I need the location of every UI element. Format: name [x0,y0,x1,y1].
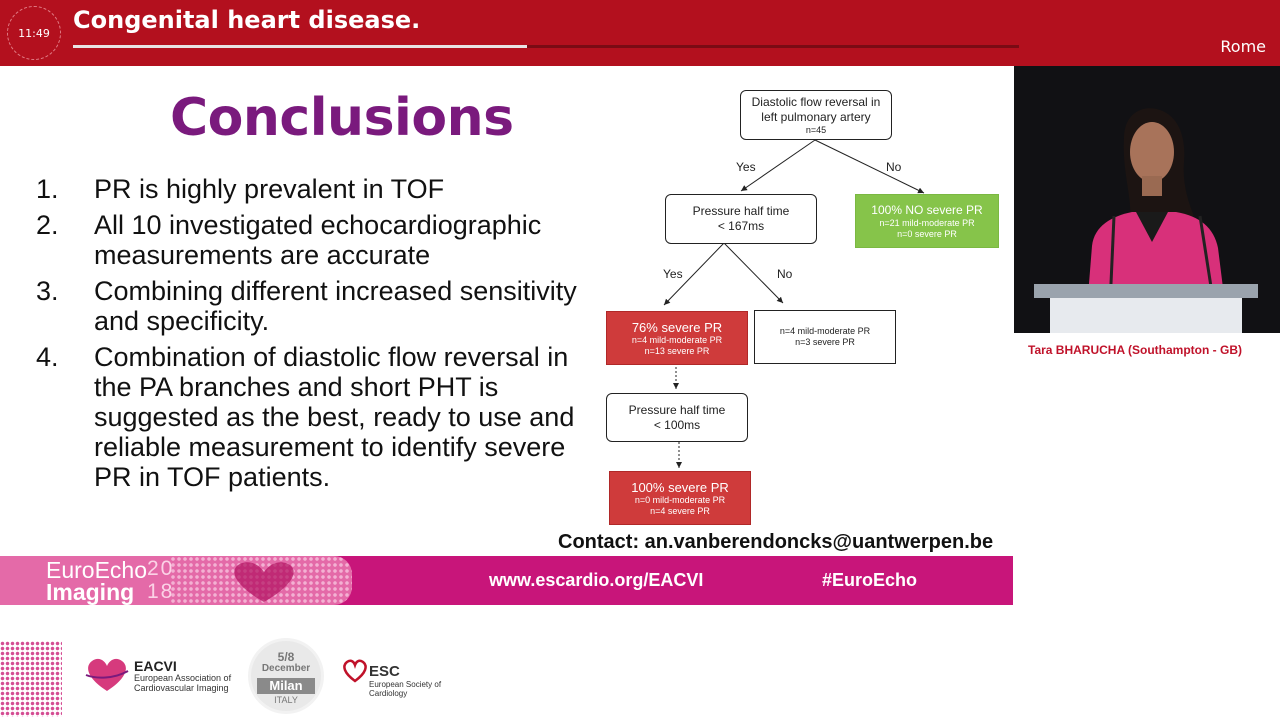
eacvi-subtitle: European Association of Cardiovascular I… [134,673,232,693]
footer-dot-pattern [0,641,62,717]
banner-hashtag: #EuroEcho [822,570,918,590]
flow-severe76-box: 76% severe PR n=4 mild-moderate PR n=13 … [606,311,748,365]
progress-fill [73,45,528,48]
conference-banner: EuroEcho Imaging 20 18 www.escardio.org/… [0,556,1013,605]
brand-top: EuroEcho [46,557,148,583]
box-sub: n=0 severe PR [897,228,957,239]
box-line: left pulmonary artery [761,109,871,124]
flow-no-severe-box: 100% NO severe PR n=21 mild-moderate PR … [855,194,999,248]
speaker-name: Tara BHARUCHA (Southampton - GB) [1028,343,1242,357]
conclusion-item: 1. PR is highly prevalent in TOF [36,174,596,204]
badge-country: ITALY [274,695,298,705]
flow-mixed-box: n=4 mild-moderate PR n=3 severe PR [754,310,896,364]
heart-graphic-icon [234,562,294,602]
item-number: 2. [36,210,59,240]
box-sub: n=21 mild-moderate PR [879,217,975,228]
box-main: 100% severe PR [631,479,729,495]
conclusion-item: 2. All 10 investigated echocardiographic … [36,210,596,270]
box-sub: n=4 mild-moderate PR [779,326,871,336]
box-main: 100% NO severe PR [871,202,983,217]
badge-city: Milan [257,678,315,694]
flow-severe100-box: 100% severe PR n=0 mild-moderate PR n=4 … [609,471,751,525]
item-number: 1. [36,174,59,204]
edge-yes2 [663,242,725,306]
side-panel-footer [1014,635,1280,720]
slide-title: Conclusions [170,88,514,148]
box-sub: n=13 severe PR [644,345,710,356]
item-text: PR is highly prevalent in TOF [94,174,445,204]
speaker-figure-icon [1014,66,1280,333]
brand-bottom: Imaging [46,579,135,605]
badge-month: December [261,663,311,674]
flowchart-connectors [663,139,925,468]
box-line: < 167ms [717,219,765,233]
flow-pht100-box: Pressure half time < 100ms [606,393,748,442]
no-label: No [886,160,902,174]
box-line: < 100ms [653,417,701,432]
sponsor-footer: EACVI European Association of Cardiovasc… [0,605,1013,720]
flow-root-box: Diastolic flow reversal in left pulmonar… [740,90,892,140]
edge-no2 [723,242,784,304]
box-line: Pressure half time [692,204,790,218]
box-sub: n=3 severe PR [795,337,855,347]
yes-label: Yes [663,267,683,281]
box-count: n=45 [805,124,827,135]
badge-dates: 5/8 [277,650,295,664]
box-sub: n=4 severe PR [650,505,710,516]
box-sub: n=0 mild-moderate PR [634,494,726,505]
item-number: 3. [36,276,59,306]
esc-heart-icon [343,659,367,683]
edge-yes1 [740,139,816,192]
item-number: 4. [36,342,59,372]
box-main: 76% severe PR [631,319,723,335]
conclusion-list: 1. PR is highly prevalent in TOF 2. All 10… [36,174,596,498]
item-text: All 10 investigated echocardiographic me… [94,210,542,270]
yes-label: Yes [736,160,756,174]
box-sub: n=4 mild-moderate PR [631,334,723,345]
item-text: Combining different increased sensitivit… [94,276,577,336]
esc-name: ESC [369,663,400,680]
contact-email: Contact: an.vanberendoncks@uantwerpen.be [558,531,994,553]
edge-no1 [814,139,925,194]
no-label: No [777,267,793,281]
location-label: Rome [1220,37,1266,56]
top-bar: 11:49 Congenital heart disease. Rome [0,0,1280,66]
esc-subtitle: European Society of Cardiology [369,680,442,698]
banner-url: www.escardio.org/EACVI [489,570,704,590]
item-text: Combination of diastolic flow reversal i… [94,342,575,492]
slide: Conclusions 1. PR is highly prevalent in … [0,66,1013,605]
euroecho-logo: EuroEcho Imaging 20 18 [0,556,352,605]
eacvi-name: EACVI [134,658,177,674]
event-badge: 5/8 December Milan ITALY [251,641,321,711]
clock-badge: 11:49 [7,6,61,60]
conclusion-item: 3. Combining different increased sensitiv… [36,276,596,336]
session-title: Congenital heart disease. [73,6,421,34]
eacvi-heart-icon [85,658,129,691]
box-line: Diastolic flow reversal in [751,94,881,109]
speaker-video[interactable] [1014,66,1280,333]
brand-year: 20 18 [147,557,175,603]
conclusion-item: 4. Combination of diastolic flow reversal… [36,342,596,492]
flow-pht167-box: Pressure half time < 167ms [665,194,817,244]
box-line: Pressure half time [628,402,726,417]
progress-bar[interactable] [73,45,1019,48]
speaker-caption: Tara BHARUCHA (Southampton - GB) [1014,333,1280,635]
